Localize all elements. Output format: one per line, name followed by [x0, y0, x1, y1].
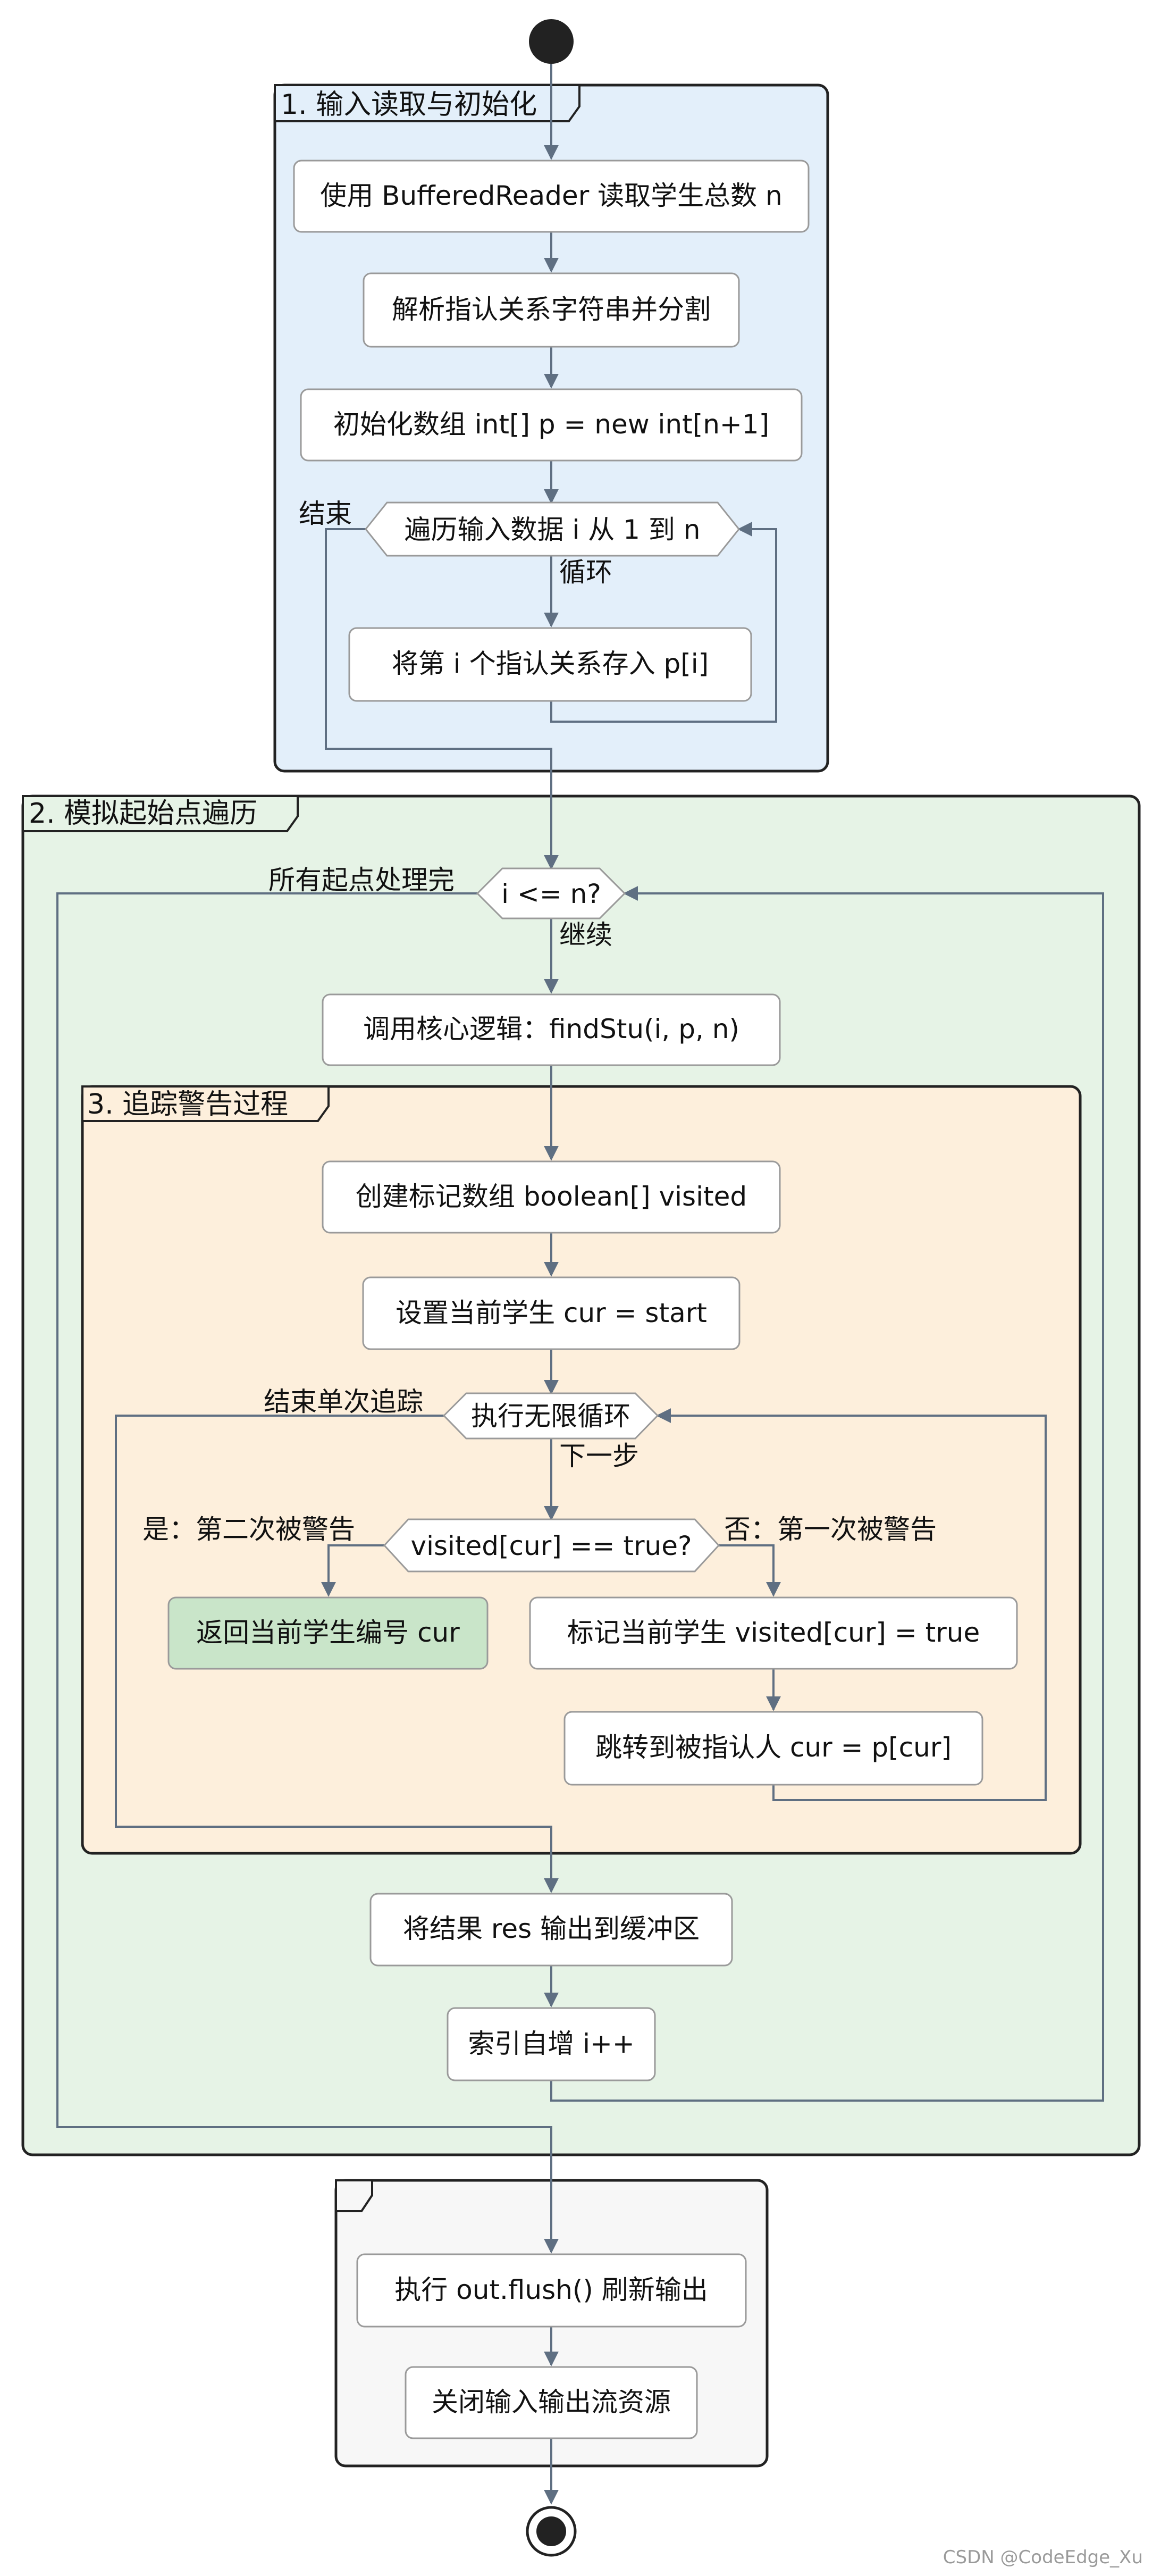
- jump-label: 跳转到被指认人 cur = p[cur]: [595, 1732, 952, 1763]
- return-cur-label: 返回当前学生编号 cur: [196, 1617, 460, 1648]
- parse-node: [363, 272, 740, 348]
- loop-condition-label: 遍历输入数据 i 从 1 到 n: [405, 514, 701, 545]
- create-visited-node: [322, 1160, 781, 1234]
- call-findstu-node: [322, 993, 781, 1066]
- no-branch-label: 否：第一次被警告: [724, 1514, 937, 1545]
- set-cur-node: [362, 1276, 741, 1350]
- section3-title: 3. 追踪警告过程: [87, 1089, 288, 1120]
- mark-visited-node: [529, 1596, 1018, 1670]
- init-array-node: [300, 388, 803, 462]
- section1-title: 1. 输入读取与初始化: [281, 89, 537, 121]
- jump-node: [563, 1711, 983, 1786]
- loop-exit-label: 结束: [299, 498, 352, 529]
- visited-check-label: visited[cur] == true?: [410, 1530, 692, 1561]
- yes-branch-label: 是：第二次被警告: [142, 1514, 355, 1545]
- read-n-node: [293, 160, 810, 233]
- output-res-node: [369, 1893, 733, 1967]
- call-findstu-label: 调用核心逻辑：findStu(i, p, n): [363, 1014, 739, 1044]
- flush-label: 执行 out.flush() 刷新输出: [394, 2274, 708, 2305]
- store-relation-label: 将第 i 个指认关系存入 p[i]: [392, 648, 709, 679]
- end-node-inner: [536, 2516, 566, 2546]
- section4-title-tab: [335, 2179, 373, 2212]
- flow-lines: [56, 64, 1104, 2505]
- section2-title: 2. 模拟起始点遍历: [29, 798, 257, 830]
- section3-title-tab: [81, 1085, 330, 1122]
- infinite-loop-node: [442, 1392, 659, 1440]
- close-streams-node: [405, 2366, 698, 2439]
- return-cur-node: [167, 1596, 489, 1670]
- increment-node: [447, 2007, 656, 2081]
- start-condition-node: [476, 867, 626, 919]
- infinite-loop-label: 执行无限循环: [471, 1401, 630, 1432]
- loop-continue-label: 循环: [559, 557, 612, 588]
- set-cur-label: 设置当前学生 cur = start: [396, 1298, 707, 1328]
- close-streams-label: 关闭输入输出流资源: [432, 2387, 671, 2418]
- mark-visited-label: 标记当前学生 visited[cur] = true: [567, 1617, 980, 1648]
- next-step-label: 下一步: [559, 1441, 639, 1471]
- start-exit-label: 所有起点处理完: [268, 865, 455, 896]
- section1-title-tab: [274, 84, 580, 122]
- trace-exit-label: 结束单次追踪: [264, 1386, 423, 1417]
- start-condition-label: i <= n?: [501, 879, 601, 909]
- start-node: [529, 19, 574, 64]
- increment-label: 索引自增 i++: [468, 2028, 635, 2059]
- read-n-label: 使用 BufferedReader 读取学生总数 n: [320, 180, 782, 211]
- start-continue-label: 继续: [559, 919, 612, 950]
- store-relation-node: [348, 627, 752, 702]
- watermark: CSDN @CodeEdge_Xu: [943, 2547, 1143, 2568]
- section2-title-tab: [22, 795, 299, 832]
- init-array-label: 初始化数组 int[] p = new int[n+1]: [333, 409, 769, 440]
- parse-label: 解析指认关系字符串并分割: [392, 294, 711, 325]
- create-visited-label: 创建标记数组 boolean[] visited: [356, 1181, 747, 1212]
- flush-node: [356, 2253, 747, 2328]
- visited-check-node: [383, 1518, 720, 1573]
- output-res-label: 将结果 res 输出到缓冲区: [403, 1913, 700, 1944]
- loop-condition-node: [365, 501, 740, 557]
